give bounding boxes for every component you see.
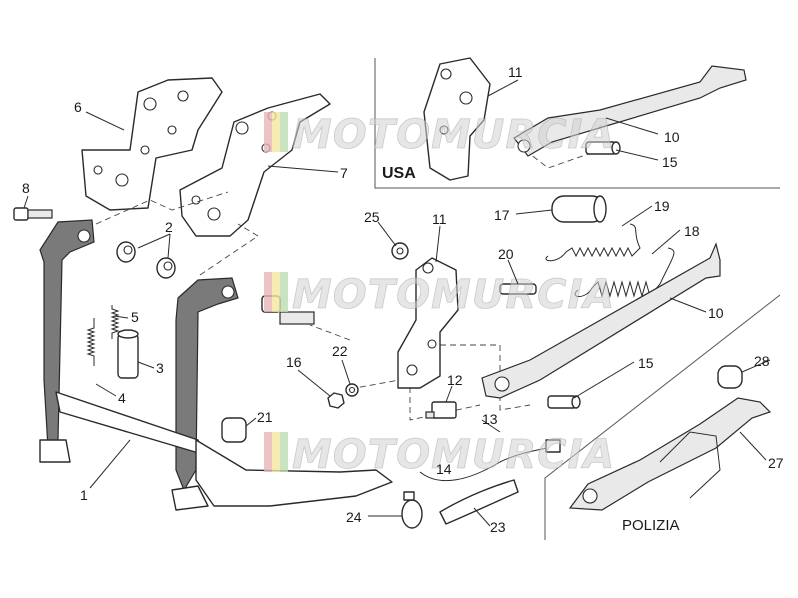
callout-11-usa: 11 (508, 64, 523, 80)
nut-16 (327, 392, 345, 409)
hose-23 (439, 479, 519, 525)
bushing-2a (116, 241, 136, 263)
callout-11-center: 11 (432, 211, 447, 227)
callout-4: 4 (118, 390, 126, 406)
bolt-15-usa (585, 141, 621, 155)
cable-14 (419, 439, 561, 482)
callout-numbers: 1 2 3 4 5 6 7 8 10 10 11 11 12 13 14 15 … (22, 64, 784, 535)
clamp-24 (401, 491, 423, 529)
callout-3: 3 (156, 360, 164, 376)
watermark-top: MOTOMURCIA (264, 112, 615, 158)
washer-25 (391, 242, 409, 260)
sleeve-17 (551, 195, 607, 223)
callout-18: 18 (684, 223, 700, 239)
watermark-text-middle: MOTOMURCIA (292, 272, 615, 318)
callout-24: 24 (346, 509, 362, 525)
sleeve-3 (117, 329, 139, 379)
callout-21: 21 (257, 409, 273, 425)
spring-4 (86, 318, 96, 366)
spring-5 (110, 305, 120, 339)
callout-7: 7 (340, 165, 348, 181)
usa-side-stand-10 (513, 65, 747, 157)
callout-27: 27 (768, 455, 784, 471)
callout-1: 1 (80, 487, 88, 503)
callout-20: 20 (498, 246, 514, 262)
callout-19: 19 (654, 198, 670, 214)
callout-13: 13 (482, 411, 498, 427)
rubber-pad-28 (717, 365, 743, 389)
callout-17: 17 (494, 207, 510, 223)
callout-28: 28 (754, 353, 770, 369)
watermark-bottom: MOTOMURCIA (264, 432, 615, 478)
callout-10-usa: 10 (664, 129, 680, 145)
callout-15-center: 15 (638, 355, 654, 371)
spring-18 (574, 247, 675, 298)
bolt-8 (13, 207, 53, 221)
mount-bracket-11 (397, 257, 459, 389)
washer-22 (345, 383, 359, 397)
polizia-label: POLIZIA (622, 517, 680, 534)
callout-16: 16 (286, 354, 302, 370)
watermark-text-top: MOTOMURCIA (292, 112, 615, 158)
callout-10-center: 10 (708, 305, 724, 321)
usa-bracket-11 (423, 57, 491, 181)
callout-23: 23 (490, 519, 506, 535)
callout-6: 6 (74, 99, 82, 115)
center-stand (39, 219, 393, 511)
bolt-15-center (547, 395, 581, 409)
usa-region-frame (374, 58, 780, 189)
callout-14: 14 (436, 461, 452, 477)
bracket-plate-left (81, 77, 223, 211)
polizia-side-stand-27 (568, 397, 772, 511)
side-stand-10 (481, 242, 721, 399)
callout-25: 25 (364, 209, 380, 225)
switch-12 (425, 401, 457, 419)
usa-label: USA (382, 165, 416, 182)
callout-12: 12 (447, 372, 463, 388)
callout-22: 22 (332, 343, 348, 359)
polizia-region-frame (544, 294, 781, 540)
assembly-guide-lines (95, 149, 601, 421)
callout-8: 8 (22, 180, 30, 196)
rubber-pad-21 (221, 417, 247, 443)
bushing-2b (156, 257, 176, 279)
callout-15-usa: 15 (662, 154, 678, 170)
watermark-middle: MOTOMURCIA (264, 272, 615, 318)
callout-5: 5 (131, 309, 139, 325)
callout-2: 2 (165, 219, 173, 235)
spring-19 (545, 223, 641, 262)
leader-lines (23, 79, 771, 527)
watermark-text-bottom: MOTOMURCIA (292, 432, 615, 478)
